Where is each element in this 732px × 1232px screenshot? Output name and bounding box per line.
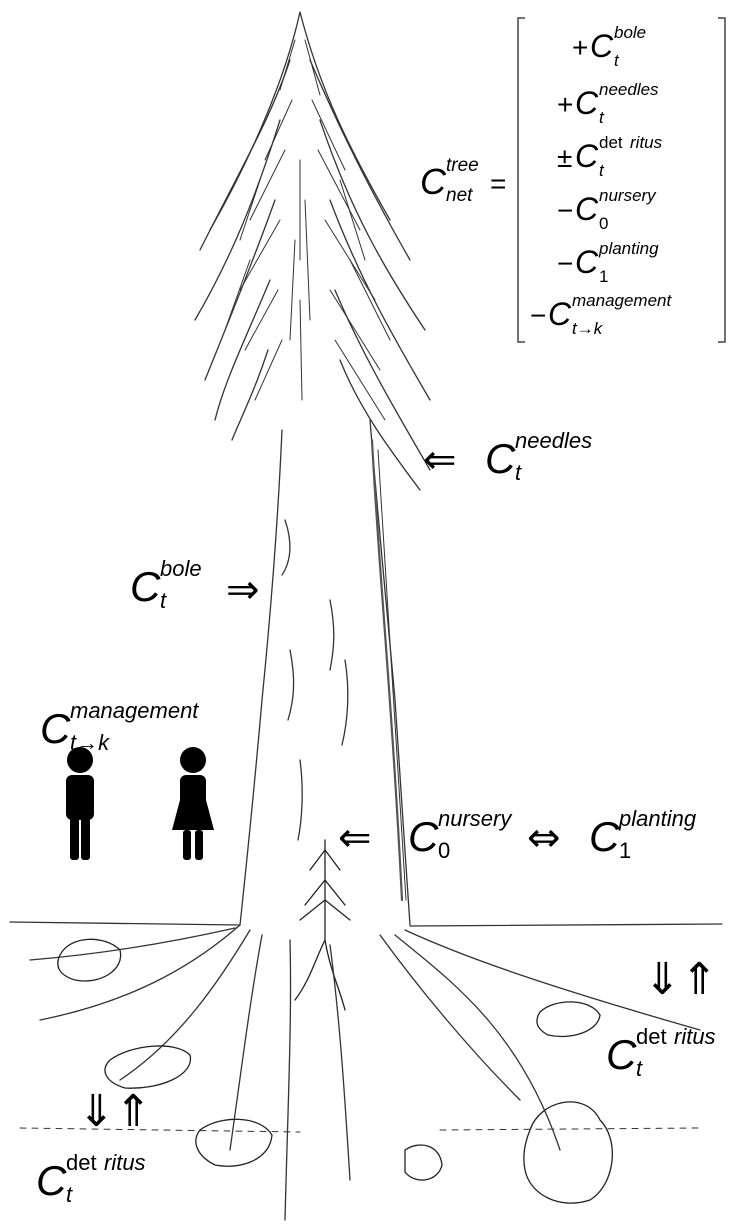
label-detritus-right: ⇓⇑ C det ritus t [606, 958, 726, 1098]
man-silhouette-icon [66, 747, 94, 860]
label-planting: ⇔ C planting 1 [527, 808, 727, 868]
label-needles: ⇐ C needles t [423, 430, 623, 490]
equation-term-needles: + C needles t [557, 87, 707, 137]
ground-line [10, 922, 722, 926]
label-bole: C bole t ⇒ [130, 558, 290, 618]
label-detritus-left: ⇓⇑ C det ritus t [36, 1090, 176, 1230]
tree-crown-sketch [195, 12, 430, 490]
woman-silhouette-icon [172, 747, 214, 860]
label-management: C management t→k [40, 700, 280, 760]
equation-lhs: C tree net = [418, 160, 518, 220]
equation-term-bole: + C bole t [572, 30, 692, 80]
equation-term-planting: − C planting 1 [557, 246, 707, 296]
equation-term-management: − C management t→k [530, 298, 720, 348]
label-nursery: ⇐ C nursery 0 [338, 808, 538, 868]
equation-term-detritus: ± C det ritus t [557, 140, 707, 190]
equation-term-nursery: − C nursery 0 [557, 193, 707, 243]
